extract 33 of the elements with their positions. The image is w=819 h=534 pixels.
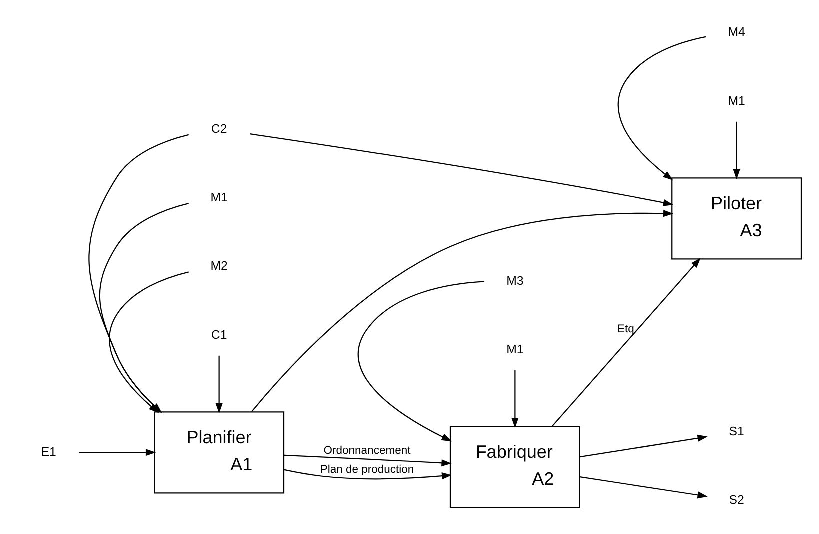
arrow bbox=[511, 370, 518, 428]
arrow bbox=[284, 454, 452, 467]
arrow bbox=[284, 469, 452, 480]
node-text: C2 bbox=[210, 122, 227, 136]
arrow bbox=[88, 134, 188, 414]
node-text: M1 bbox=[210, 190, 228, 205]
arrow bbox=[552, 258, 700, 427]
arrow bbox=[579, 434, 708, 458]
edge-label: Ordonnancement bbox=[323, 444, 410, 457]
node-box: Fabriquer A2 bbox=[449, 426, 580, 508]
node-box: Piloter A3 bbox=[671, 178, 802, 260]
node-text: S1 bbox=[728, 424, 744, 439]
arrow bbox=[78, 449, 156, 456]
arrow bbox=[617, 36, 706, 180]
node-text: S2 bbox=[728, 493, 744, 508]
arrow bbox=[579, 476, 708, 499]
edge-label: Etq bbox=[617, 323, 634, 336]
node-text: M1 bbox=[506, 342, 524, 356]
arrow bbox=[732, 122, 740, 180]
arrow bbox=[98, 202, 188, 414]
node-text: E1 bbox=[40, 444, 56, 459]
node-text: M1 bbox=[728, 94, 745, 108]
arrow bbox=[358, 281, 484, 442]
arrow bbox=[250, 134, 674, 206]
arrow bbox=[251, 210, 674, 412]
node-text: M4 bbox=[728, 25, 745, 40]
arrow bbox=[215, 356, 222, 414]
node-text: M3 bbox=[506, 274, 524, 288]
node-text: C1 bbox=[210, 328, 227, 342]
arrow bbox=[108, 272, 188, 414]
edge-label: Plan de production bbox=[320, 464, 414, 476]
node-text: M2 bbox=[210, 259, 228, 274]
node-box: Planifier A1 bbox=[154, 412, 284, 494]
